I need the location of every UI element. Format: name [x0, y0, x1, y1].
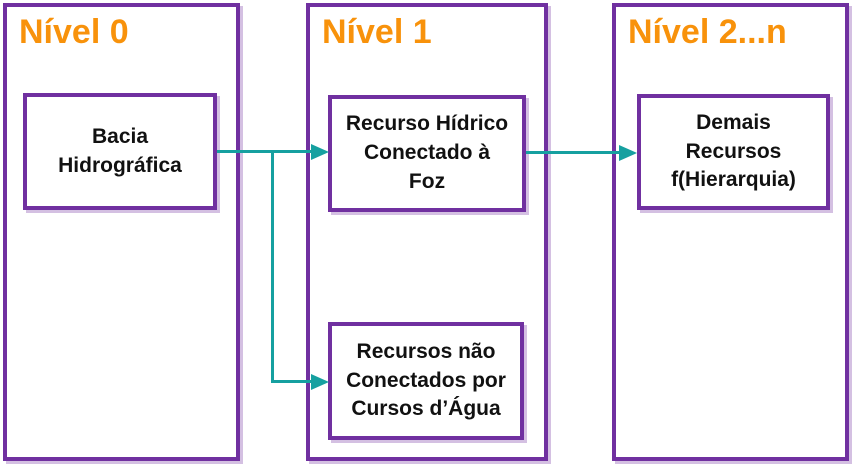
- connector-foz-to-demais-line: [526, 151, 621, 154]
- connector-bacia-to-foz-line: [217, 150, 313, 153]
- node-bacia-hidrografica: Bacia Hidrográfica: [23, 93, 217, 210]
- connector-bacia-to-nao-conectados-vertical-line: [271, 150, 274, 383]
- node-recursos-nao-conectados-label: Recursos não Conectados por Cursos d’Águ…: [346, 339, 506, 421]
- panel-level-2n-title: Nível 2...n: [628, 13, 787, 51]
- node-demais-recursos: Demais Recursos f(Hierarquia): [637, 94, 830, 210]
- node-recurso-hidrico-conectado-foz: Recurso Hídrico Conectado à Foz: [328, 95, 526, 212]
- panel-level-1-title: Nível 1: [322, 13, 432, 51]
- node-recursos-nao-conectados: Recursos não Conectados por Cursos d’Águ…: [328, 322, 524, 440]
- node-bacia-hidrografica-label: Bacia Hidrográfica: [58, 124, 182, 177]
- connector-bacia-to-nao-conectados-horizontal-line: [271, 380, 313, 383]
- panel-level-0: Nível 0 Bacia Hidrográfica: [3, 3, 240, 461]
- panel-level-0-title: Nível 0: [19, 13, 129, 51]
- node-recurso-hidrico-conectado-foz-label: Recurso Hídrico Conectado à Foz: [345, 112, 509, 193]
- connector-foz-to-demais-arrowhead-icon: [619, 145, 637, 161]
- panel-level-1: Nível 1 Recurso Hídrico Conectado à Foz …: [306, 3, 548, 461]
- panel-level-2n: Nível 2...n Demais Recursos f(Hierarquia…: [612, 3, 849, 461]
- node-demais-recursos-label: Demais Recursos f(Hierarquia): [671, 110, 796, 192]
- connector-bacia-to-nao-conectados-arrowhead-icon: [311, 374, 329, 390]
- connector-bacia-to-foz-arrowhead-icon: [311, 144, 329, 160]
